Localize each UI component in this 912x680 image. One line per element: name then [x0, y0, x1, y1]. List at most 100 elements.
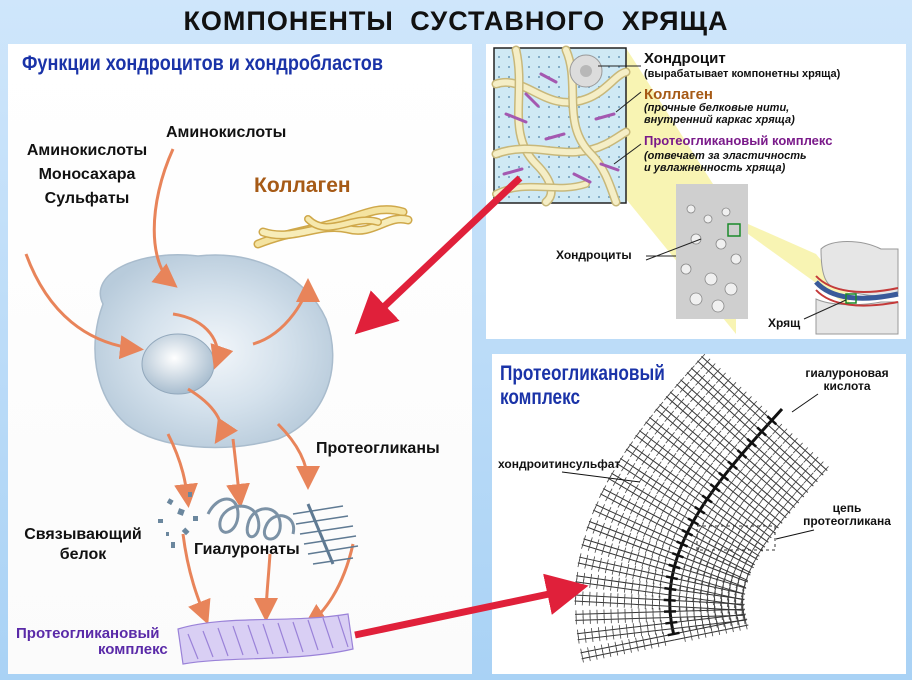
chondroitin-branch: [611, 515, 616, 523]
chondroitin-branch: [632, 471, 638, 479]
chondroitin-branch: [697, 631, 700, 640]
chondroitin-branch: [612, 478, 618, 487]
leader-hyaluronic: [791, 393, 819, 413]
chondroitin-branch: [691, 437, 698, 445]
leader-chondroitin: [561, 471, 641, 483]
chondroitin-branch: [676, 445, 683, 453]
chondroitin-branch: [760, 495, 767, 503]
br-heading-2: комплекс: [500, 386, 581, 409]
proteoglycan-chain: [767, 424, 824, 476]
chondroitin-branch: [608, 648, 612, 657]
chondroitin-branch: [747, 426, 754, 433]
chondroitin-branch: [630, 524, 635, 532]
chondroitin-branch: [713, 597, 715, 606]
proteoglycan-chain: [619, 457, 701, 511]
chondroitin-branch: [669, 398, 676, 405]
chondroitin-branch: [740, 601, 743, 610]
chondroitin-branch: [648, 561, 652, 570]
chondroitin-branch: [684, 390, 691, 398]
link-point: [681, 528, 694, 537]
chondroitin-branch: [720, 542, 726, 550]
left-panel: Функции хондроцитов и хондробластов Амин…: [8, 44, 472, 674]
chondroitin-branch: [599, 490, 604, 499]
chondroitin-branch: [624, 446, 630, 454]
chondroitin-branch: [696, 528, 702, 536]
chondroitin-branch: [657, 550, 662, 559]
chondroitin-branch: [787, 442, 794, 449]
chondroitin-branch: [638, 543, 642, 552]
link-point: [694, 505, 706, 515]
chondroitin-branch: [729, 617, 732, 626]
chondroitin-branch: [655, 503, 660, 511]
chondroitin-branch: [726, 592, 730, 601]
proteoglycan-chain: [649, 416, 724, 477]
chondroitin-branch: [685, 583, 689, 592]
chondroitin-branch: [630, 506, 635, 515]
proteoglycan-chain: [635, 434, 712, 493]
chondroitin-branch: [679, 517, 684, 526]
hyaluronic-acid-label-2: кислота: [823, 379, 871, 393]
proteoglycan-chain: [665, 396, 739, 459]
chondroitin-branch: [733, 472, 740, 480]
chondroitin-branch: [694, 621, 697, 630]
chondroitin-branch: [658, 470, 664, 478]
link-point: [665, 575, 679, 581]
chondroitin-branch: [617, 500, 623, 508]
proteoglycan-chain: [600, 493, 685, 539]
proteoglycan-chain: [706, 498, 769, 543]
link-point: [668, 563, 681, 570]
link-point: [663, 598, 676, 602]
chondroitin-branch: [721, 381, 728, 389]
proteoglycan-chain: [677, 554, 749, 583]
chondroitin-branch: [670, 478, 676, 486]
chondroitin-branch: [749, 547, 755, 555]
chondroitin-branch: [757, 510, 764, 518]
chondroitin-branch: [782, 437, 789, 445]
chondroitin-branch: [695, 358, 702, 365]
chondroitin-branch: [785, 498, 791, 505]
chondroitin-branch: [735, 492, 742, 500]
collagen-desc-1: (прочные белковые нити,: [644, 102, 790, 114]
chondroitin-branch: [692, 584, 696, 593]
chondroitin-branch: [617, 518, 622, 526]
chondroitin-branch: [637, 586, 640, 595]
chondroitin-branch: [658, 589, 661, 598]
chondroitin-branch: [674, 381, 681, 389]
chondroitin-branch: [654, 427, 661, 435]
chondroitin-branch: [722, 444, 729, 451]
cartilage-label: Хрящ: [768, 316, 801, 330]
chondroitin-branch: [703, 545, 708, 553]
chondroitin-branch: [606, 475, 612, 483]
chondroitin-branch: [684, 470, 690, 478]
link-point: [664, 586, 677, 592]
chondroitin-branch: [644, 479, 650, 487]
chondroitin-branch: [765, 499, 772, 507]
proteoglycan-chain: [576, 622, 672, 635]
input-monosaccharides: Моносахара: [38, 166, 136, 183]
chondroitin-branch: [716, 439, 723, 447]
chondroitin-branch: [700, 383, 707, 391]
chondroitin-branch: [628, 555, 632, 564]
chondroitin-branch: [604, 512, 609, 521]
chondroitin-branch: [726, 428, 733, 435]
chondroitin-branch: [662, 538, 667, 547]
proteoglycan-chain: [711, 492, 772, 539]
chondroitin-branch: [767, 444, 774, 451]
chondroitin-branch: [757, 455, 764, 462]
proteoglycan-chain: [761, 431, 818, 483]
chondroitin-branch: [705, 409, 712, 417]
proteoglycan-chain: [616, 462, 697, 516]
chondroitin-branch: [808, 461, 815, 468]
chondroitin-branch: [648, 500, 654, 508]
chondroitin-branch: [640, 628, 643, 637]
br-heading-1: Протеогликановый: [500, 362, 665, 385]
chondroitin-branch: [681, 623, 683, 632]
chondroitin-branch: [668, 494, 674, 502]
chondroitin-branch: [598, 509, 603, 518]
proteoglycan-chain: [757, 435, 814, 487]
chondroitin-branch: [611, 497, 616, 505]
proteoglycan-chain: [669, 391, 743, 455]
chondroitin-branch: [687, 490, 693, 498]
chondroitin-sulfate-label: хондроитинсульфат: [498, 457, 621, 471]
chain-label-1: цепь: [832, 501, 862, 515]
